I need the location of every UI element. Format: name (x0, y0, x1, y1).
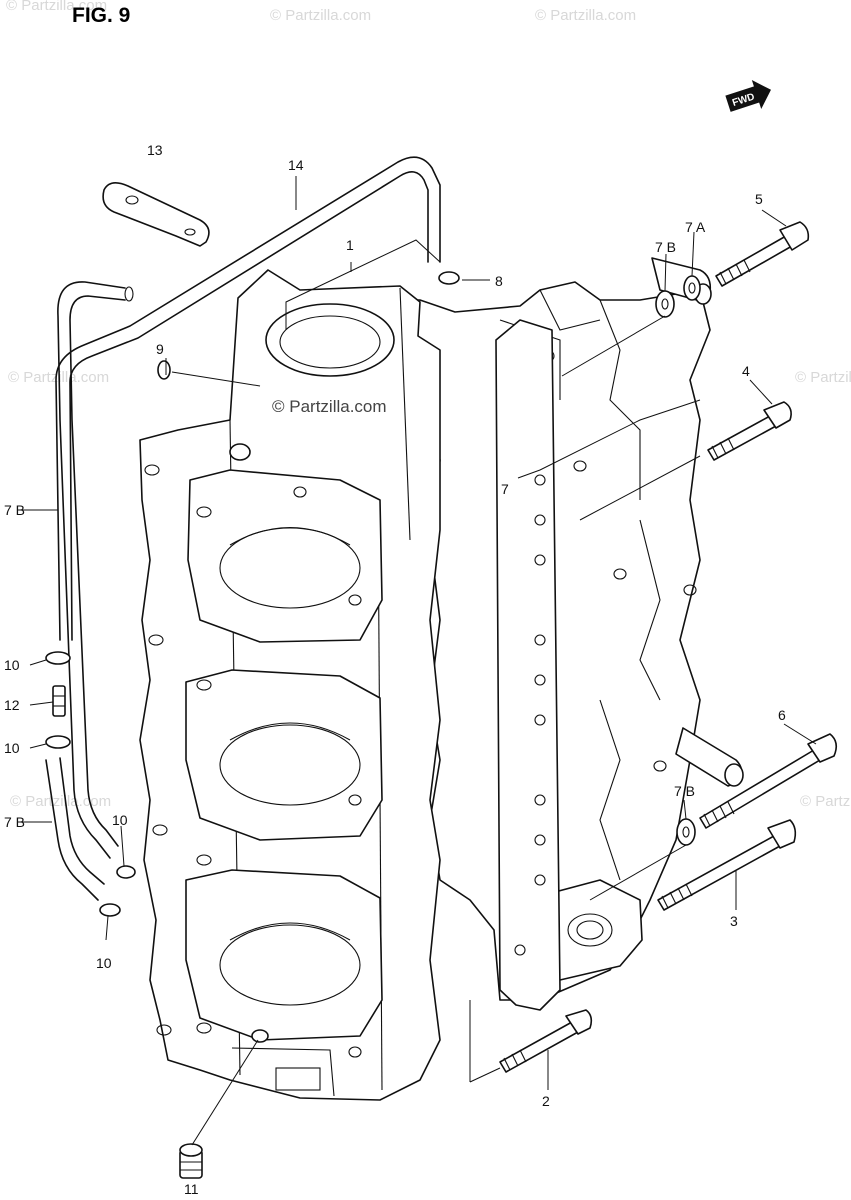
callout-7b: 7 B (655, 239, 676, 255)
plug-part-13 (179, 1143, 203, 1179)
callout-13: 11 (184, 1181, 199, 1197)
bolt-part-4 (707, 401, 792, 461)
bolt-part-2 (499, 1009, 593, 1073)
fwd-arrow-icon: FWD (725, 80, 771, 112)
callout-10: 9 (156, 341, 164, 357)
callout-6: 6 (778, 707, 786, 723)
callout-10: 10 (4, 740, 20, 756)
washer-part-7a (683, 275, 701, 301)
callout-12: 12 (4, 697, 20, 713)
callout-9: 7 B (4, 502, 25, 518)
watermark-text: © Partzilla.com (795, 369, 851, 386)
hose-guide-part-11 (102, 182, 210, 247)
callout-7: 7 (501, 481, 509, 497)
callout-10: 10 (96, 955, 112, 971)
callout-3: 3 (730, 913, 738, 929)
bolt-part-5 (715, 221, 810, 287)
callout-10: 10 (4, 657, 20, 673)
hose-part-8 (45, 757, 105, 901)
washer-part-7b (676, 818, 696, 846)
figure-title: FIG. 9 (72, 4, 130, 27)
hose-clip-part-10 (45, 271, 460, 917)
callout-5: 5 (755, 191, 763, 207)
callout-11: 13 (147, 142, 163, 158)
bolt-part-6 (699, 733, 838, 829)
watermark-text: © Partzilla.com (272, 397, 387, 416)
callout-labels: 13 14 1 8 9 7 B 10 12 10 7 B 10 10 7 7 A… (4, 142, 786, 1197)
watermark-text: © Partzilla.com (800, 793, 851, 810)
callout-10: 8 (495, 273, 503, 289)
watermark-text: © Partzilla.com (535, 7, 636, 24)
callout-2: 2 (542, 1093, 550, 1109)
cylinder-block-part-1 (139, 269, 441, 1101)
callout-4: 4 (742, 363, 750, 379)
callout-1: 1 (346, 237, 354, 253)
callout-8: 7 B (4, 814, 25, 830)
watermark-text: © Partzilla.com (6, 0, 107, 14)
callout-14: 14 (288, 157, 304, 173)
crankcase-seam-flange (495, 319, 561, 1011)
callout-7a: 7 A (685, 219, 706, 235)
callout-7b: 7 B (674, 783, 695, 799)
washer-part-7b (655, 290, 675, 318)
watermark-text: © Partzilla.com (270, 7, 371, 24)
hose-part-9 (57, 281, 134, 859)
leader-lines (20, 176, 817, 1146)
hose-joint-part-12 (52, 685, 66, 717)
callout-10: 10 (112, 812, 128, 828)
watermark-text: © Partzilla.com (10, 793, 111, 810)
bolt-part-3 (657, 819, 797, 911)
